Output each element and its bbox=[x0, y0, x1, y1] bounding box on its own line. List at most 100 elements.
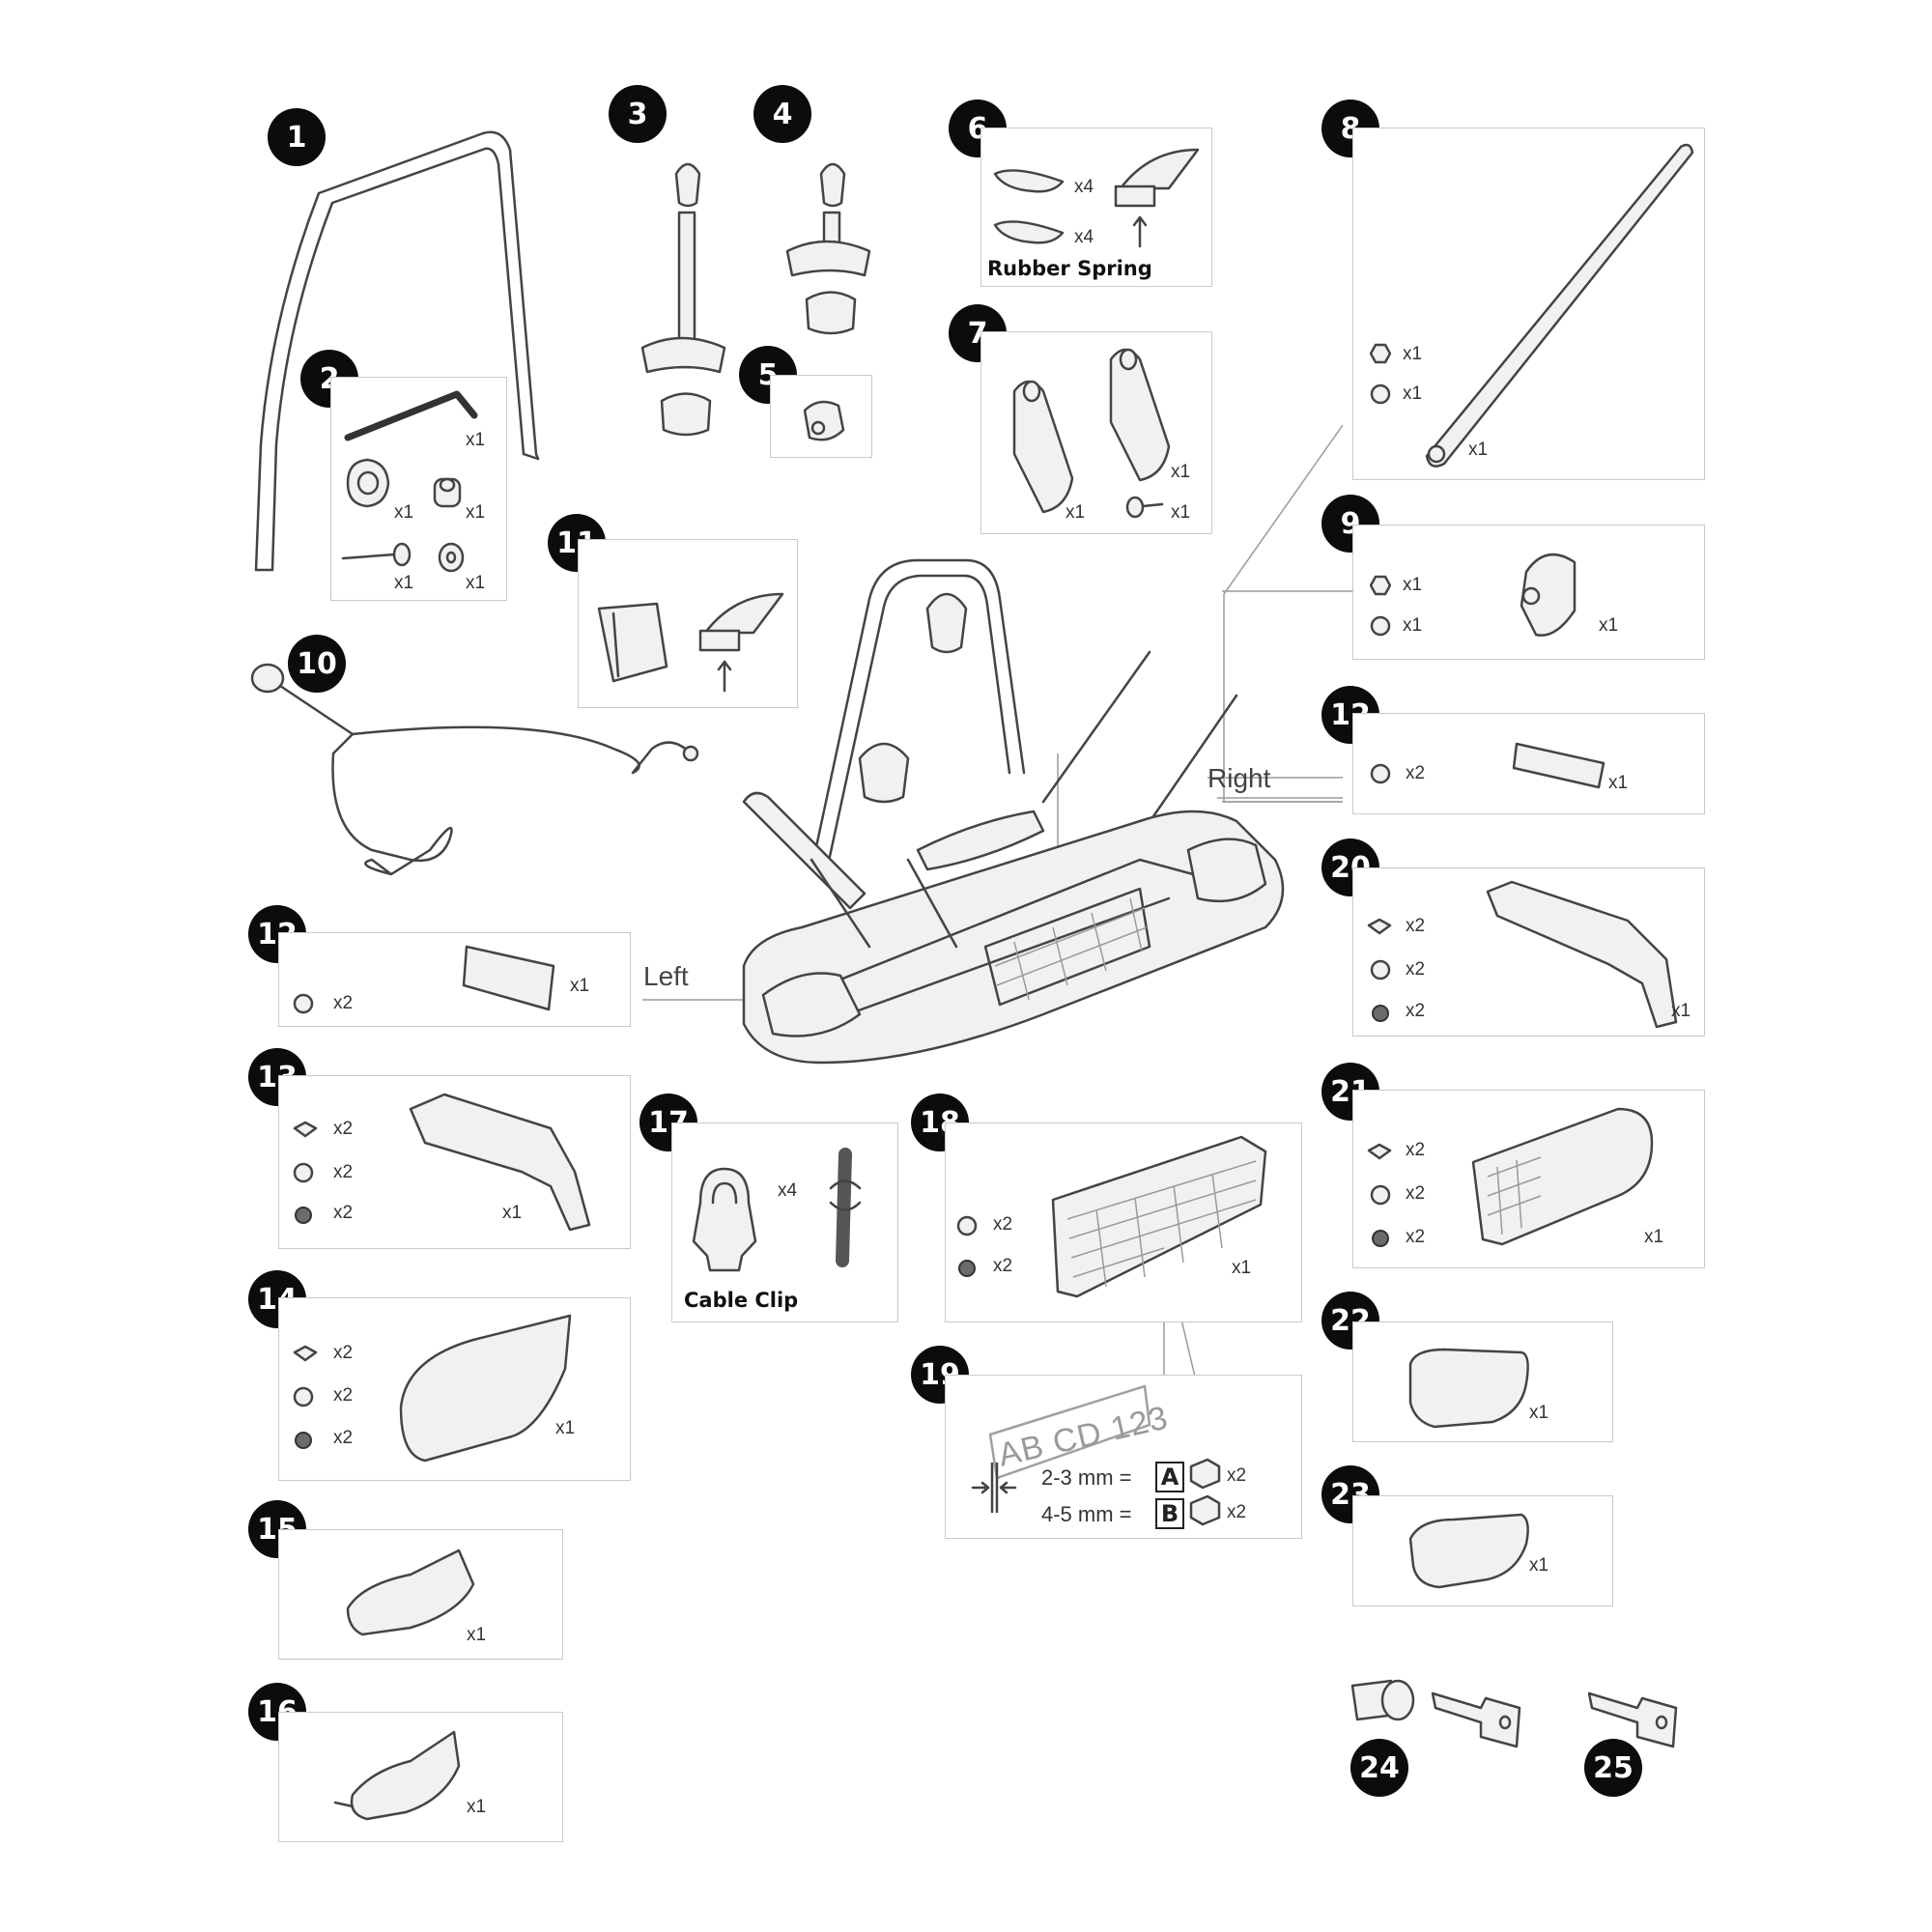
ratchet-strap-detail bbox=[1114, 148, 1200, 248]
left-end-housing bbox=[399, 1314, 572, 1463]
rubber-spring-a bbox=[993, 169, 1065, 193]
cap-piece bbox=[803, 400, 845, 441]
qty-part-18-b: x2 bbox=[993, 1256, 1013, 1276]
qty-part-9-joint: x1 bbox=[1599, 615, 1619, 636]
qty-part-6-b: x4 bbox=[1074, 227, 1094, 247]
knob bbox=[346, 458, 390, 508]
thule-logo-plate-right bbox=[1512, 742, 1605, 789]
qty-part-13-nut: x2 bbox=[333, 1119, 354, 1139]
qty-part-6-a: x4 bbox=[1074, 177, 1094, 197]
thule-logo-plate-left bbox=[462, 945, 555, 1011]
badge-part-24: 24 bbox=[1350, 1739, 1408, 1797]
bracket-11 bbox=[597, 602, 668, 683]
square-nut-20 bbox=[1367, 918, 1392, 935]
qty-part-7-screw: x1 bbox=[1171, 502, 1191, 523]
qty-part-7-right: x1 bbox=[1171, 462, 1191, 482]
light-cover-22 bbox=[1408, 1348, 1529, 1429]
badge-part-4: 4 bbox=[753, 85, 811, 143]
nut-9 bbox=[1370, 575, 1391, 596]
washer-screw-14 bbox=[293, 1386, 314, 1407]
qty-part-13-rail: x1 bbox=[502, 1203, 523, 1223]
letter-a: A bbox=[1155, 1462, 1184, 1492]
qty-part-22: x1 bbox=[1529, 1403, 1549, 1423]
spacer-b-icon bbox=[1189, 1494, 1221, 1526]
qty-part-21-screw: x2 bbox=[1406, 1227, 1426, 1247]
screw-9 bbox=[1370, 615, 1391, 637]
screw-12-left bbox=[293, 993, 314, 1014]
light-cover-16 bbox=[333, 1730, 461, 1821]
label-right: Right bbox=[1208, 763, 1271, 793]
caption-rubber-spring: Rubber Spring bbox=[987, 257, 1152, 280]
qty-part-20-rail: x1 bbox=[1671, 1001, 1691, 1021]
qty-part-20-nut: x2 bbox=[1406, 916, 1426, 936]
qty-part-16: x1 bbox=[467, 1797, 487, 1817]
arch-tube bbox=[254, 130, 540, 572]
washer bbox=[438, 542, 465, 573]
qty-part-17: x4 bbox=[778, 1180, 798, 1201]
cable-clip bbox=[692, 1167, 757, 1272]
qty-part-7-left: x1 bbox=[1065, 502, 1086, 523]
qty-part-12-right-screw: x2 bbox=[1406, 763, 1426, 783]
qty-part-14-nut: x2 bbox=[333, 1343, 354, 1363]
letter-b: B bbox=[1155, 1498, 1184, 1529]
label-left: Left bbox=[643, 961, 689, 991]
qty-part-14-washer: x2 bbox=[333, 1385, 354, 1406]
bike-carrier-illustration bbox=[742, 558, 1285, 1065]
key-25 bbox=[1587, 1691, 1678, 1748]
qty-part-21-nut: x2 bbox=[1406, 1140, 1426, 1160]
mm-row-a: 2-3 mm = bbox=[1041, 1465, 1132, 1490]
part-19-box bbox=[945, 1375, 1302, 1539]
qty-part-19-b: x2 bbox=[1227, 1502, 1247, 1522]
screw-12-right bbox=[1370, 763, 1391, 784]
badge-part-3: 3 bbox=[609, 85, 667, 143]
thickness-indicator bbox=[971, 1462, 1017, 1514]
qty-part-18-holder: x1 bbox=[1232, 1258, 1252, 1278]
qty-part-8-screw: x1 bbox=[1403, 384, 1423, 404]
rubber-spring-b bbox=[993, 220, 1065, 244]
frame-holder-long bbox=[640, 162, 726, 437]
wheel-holder-left bbox=[1012, 380, 1074, 514]
qty-part-20-washer: x2 bbox=[1406, 959, 1426, 980]
qty-part-15: x1 bbox=[467, 1625, 487, 1645]
qty-part-20-screw: x2 bbox=[1406, 1001, 1426, 1021]
qty-part-18-a: x2 bbox=[993, 1214, 1013, 1235]
qty-part-14-housing: x1 bbox=[555, 1418, 576, 1438]
cable-with-clip bbox=[829, 1148, 862, 1267]
spacer-a-icon bbox=[1189, 1458, 1221, 1490]
screw-7 bbox=[1125, 496, 1164, 519]
caption-cable-clip: Cable Clip bbox=[684, 1289, 799, 1312]
washer-screw-13 bbox=[293, 1162, 314, 1183]
screw-18-b bbox=[958, 1260, 976, 1277]
key-24 bbox=[1431, 1691, 1521, 1748]
qty-part-2-key: x1 bbox=[466, 430, 486, 450]
square-nut-13 bbox=[293, 1121, 318, 1138]
qty-part-2-spacer: x1 bbox=[466, 502, 486, 523]
ratchet-detail-11 bbox=[698, 592, 784, 693]
qty-part-8-nut: x1 bbox=[1403, 344, 1423, 364]
badge-part-10: 10 bbox=[288, 635, 346, 693]
nut-8 bbox=[1370, 343, 1391, 364]
qty-part-21-housing: x1 bbox=[1644, 1227, 1664, 1247]
washer-screw-21 bbox=[1370, 1184, 1391, 1206]
screw-21 bbox=[1372, 1230, 1389, 1247]
washer-screw-20 bbox=[1370, 959, 1391, 980]
right-end-housing bbox=[1471, 1107, 1654, 1246]
qty-part-12-left-screw: x2 bbox=[333, 993, 354, 1013]
screw-8 bbox=[1370, 384, 1391, 405]
screw-14 bbox=[295, 1432, 312, 1449]
spacer bbox=[433, 477, 462, 508]
square-nut-14 bbox=[293, 1345, 318, 1362]
screw-18-a bbox=[956, 1215, 978, 1236]
qty-part-2-knob: x1 bbox=[394, 502, 414, 523]
square-nut-21 bbox=[1367, 1143, 1392, 1160]
qty-part-9-nut: x1 bbox=[1403, 575, 1423, 595]
light-cover-23 bbox=[1408, 1513, 1529, 1589]
qty-part-13-washer: x2 bbox=[333, 1162, 354, 1182]
qty-part-2-bolt: x1 bbox=[394, 573, 414, 593]
screw-13 bbox=[295, 1207, 312, 1224]
wheel-holder-right bbox=[1109, 348, 1171, 482]
license-plate-holder bbox=[1051, 1135, 1267, 1298]
qty-part-8-arm: x1 bbox=[1468, 440, 1489, 460]
qty-part-19-a: x2 bbox=[1227, 1465, 1247, 1486]
wiring-harness bbox=[250, 663, 699, 876]
